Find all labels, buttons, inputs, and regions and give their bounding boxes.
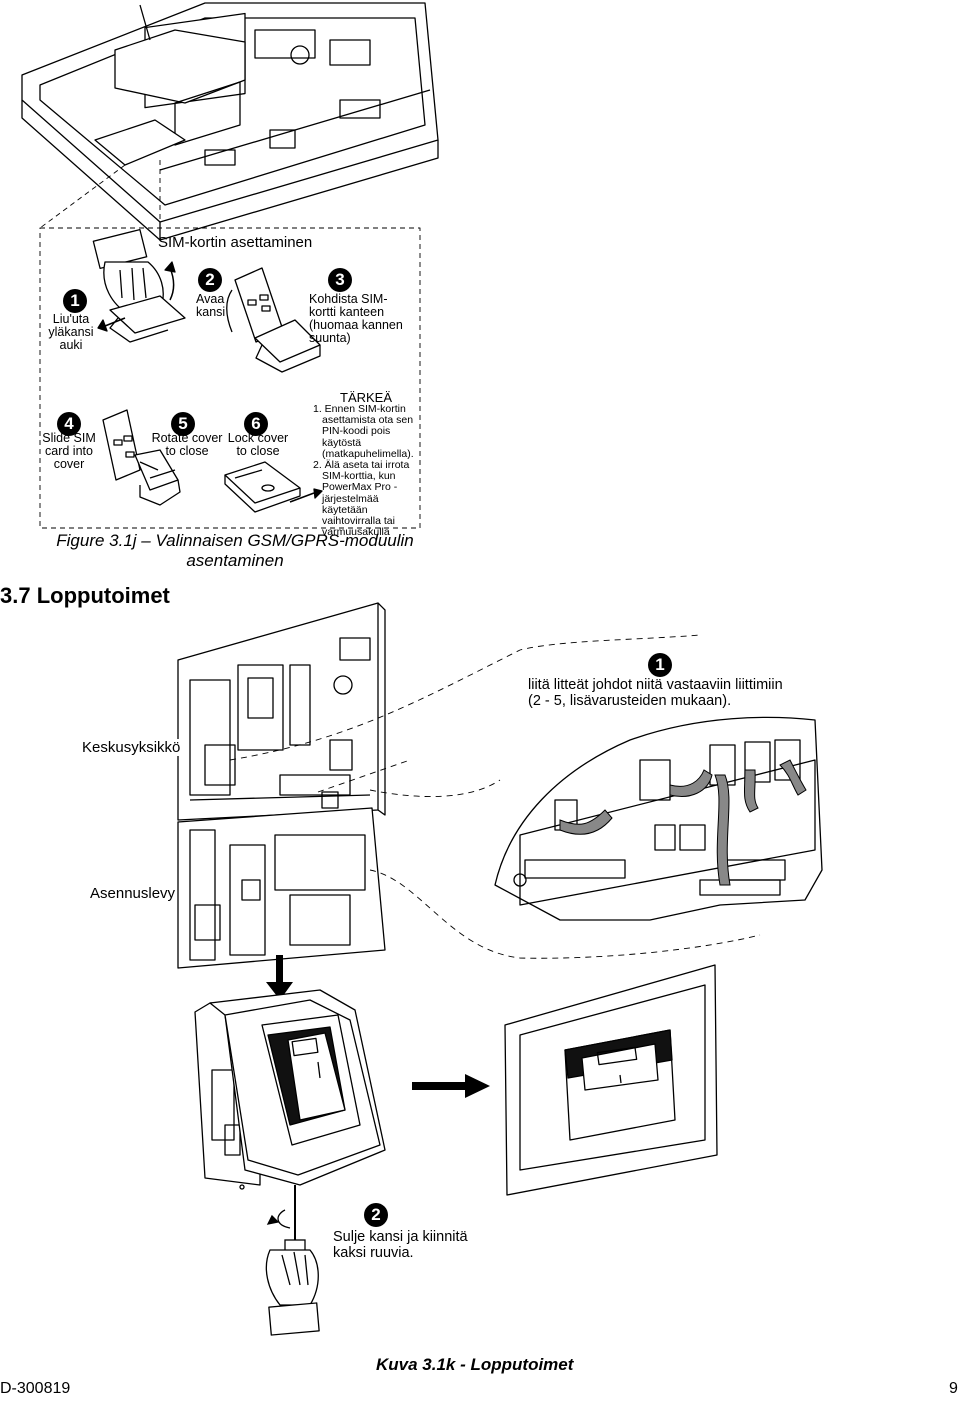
label-mounting-plate: Asennuslevy bbox=[90, 885, 176, 902]
mounting-plate-drawing bbox=[177, 807, 386, 969]
step-2-badge: 2 bbox=[198, 268, 222, 292]
control-unit-open-drawing bbox=[21, 2, 439, 241]
connector-detail-drawing bbox=[494, 716, 823, 921]
final-step-1-text: liitä litteät johdot niitä vastaaviin li… bbox=[528, 677, 783, 709]
main-unit-drawing bbox=[177, 602, 386, 821]
arrow-icon bbox=[412, 1074, 490, 1098]
section-heading: 3.7 Lopputoimet bbox=[0, 583, 170, 608]
closed-unit-drawing bbox=[504, 964, 718, 1196]
step-2-caption: Avaa kansi bbox=[196, 292, 226, 319]
footer-doc-id: D-300819 bbox=[0, 1380, 71, 1397]
figure-caption-3-1j: Figure 3.1j – Valinnaisen GSM/GPRS-moduu… bbox=[56, 531, 414, 570]
step-5-badge: 5 bbox=[171, 412, 195, 436]
cover-closing-drawing bbox=[194, 989, 386, 1190]
step-1-caption: Liu'uta yläkansi auki bbox=[48, 312, 94, 352]
step-3-caption: Kohdista SIM- kortti kanteen (huomaa kan… bbox=[309, 292, 403, 345]
figure-caption-3-1k: Kuva 3.1k - Lopputoimet bbox=[376, 1355, 574, 1374]
step-4-caption: Slide SIM card into cover bbox=[42, 431, 96, 471]
flat-cables-drawing bbox=[559, 759, 807, 886]
step-4-badge: 4 bbox=[57, 412, 81, 436]
step-6-badge: 6 bbox=[244, 412, 268, 436]
hand-icon bbox=[92, 228, 186, 343]
step-3-badge: 3 bbox=[328, 268, 352, 292]
step-1-badge: 1 bbox=[63, 289, 87, 313]
step-5-caption: Rotate cover to close bbox=[151, 431, 223, 458]
hand-icon bbox=[265, 1249, 320, 1336]
step-6-caption: Lock cover to close bbox=[227, 431, 289, 458]
important-note: 1. Ennen SIM-kortin asettamista ota sen … bbox=[313, 403, 414, 539]
arrow-icon bbox=[266, 955, 293, 1000]
footer-page-number: 9 bbox=[949, 1380, 958, 1397]
final-step-1-badge: 1 bbox=[648, 653, 672, 677]
important-heading: TÄRKEÄ bbox=[340, 390, 393, 405]
label-central-unit: Keskusyksikkö bbox=[82, 739, 181, 756]
final-step-2-text: Sulje kansi ja kiinnitä kaksi ruuvia. bbox=[333, 1229, 468, 1261]
sim-steps-frame bbox=[39, 227, 421, 529]
final-step-2-badge: 2 bbox=[364, 1203, 388, 1227]
sim-section-title: SIM-kortin asettaminen bbox=[158, 234, 313, 251]
